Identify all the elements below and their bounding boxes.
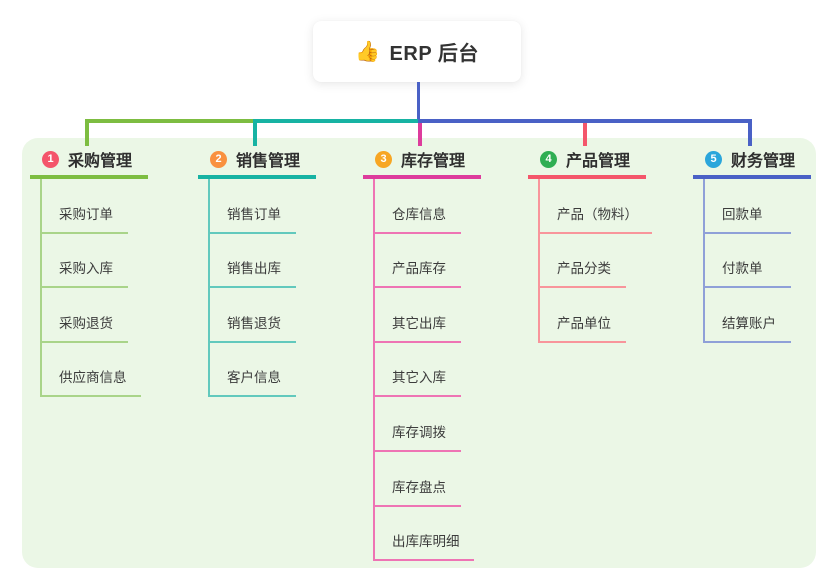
branch-label: 销售管理	[236, 153, 301, 170]
root-connector-line	[416, 82, 420, 123]
child-node-label: 销售退货	[227, 315, 281, 331]
branch-children: 采购订单采购入库采购退货供应商信息	[40, 179, 141, 398]
branch-number-badge: 1	[42, 150, 59, 168]
child-node-label: 销售订单	[227, 206, 281, 222]
branch-header-4: 4 产品管理	[528, 146, 630, 172]
child-node: 其它入库	[375, 343, 461, 398]
child-node: 仓库信息	[375, 179, 461, 234]
child-node-label: 供应商信息	[59, 370, 127, 386]
child-node-label: 其它入库	[392, 370, 446, 386]
child-node: 库存盘点	[375, 452, 461, 507]
child-node: 客户信息	[210, 343, 296, 398]
child-node-label: 产品分类	[557, 261, 611, 277]
branch-number-badge: 2	[210, 150, 227, 168]
child-node: 产品库存	[375, 234, 461, 289]
bus-segment	[85, 119, 257, 123]
branch-underline	[198, 175, 316, 179]
branch-underline	[30, 175, 148, 179]
root-node-label: ERP 后台	[389, 43, 479, 65]
branch-label: 采购管理	[68, 153, 133, 170]
child-node: 库存调拨	[375, 397, 461, 452]
child-node-label: 其它出库	[392, 315, 446, 331]
branch-children: 产品（物料） 产品分类产品单位	[538, 179, 652, 343]
bus-segment	[418, 119, 752, 123]
branch-stub-line-2	[253, 119, 257, 146]
child-node-label: 产品库存	[392, 261, 446, 277]
child-node-label: 产品（物料）	[557, 206, 638, 222]
branch-children: 仓库信息产品库存其它出库其它入库库存调拨库存盘点出库库明细	[373, 179, 474, 562]
branch-label: 产品管理	[566, 153, 631, 170]
child-node-label: 采购退货	[59, 315, 113, 331]
child-node-label: 采购订单	[59, 206, 113, 222]
branch-children: 回款单付款单结算账户	[703, 179, 791, 343]
child-node: 采购退货	[42, 288, 128, 343]
root-node-erp: 👍 ERP 后台	[313, 21, 521, 82]
branch-stub-line-1	[85, 119, 89, 146]
branch-underline	[693, 175, 811, 179]
child-node-label: 仓库信息	[392, 206, 446, 222]
child-node: 销售出库	[210, 234, 296, 289]
child-node-label: 销售出库	[227, 261, 281, 277]
child-node-label: 回款单	[722, 206, 763, 222]
child-node-label: 客户信息	[227, 370, 281, 386]
mindmap-canvas	[22, 138, 816, 568]
child-node-label: 采购入库	[59, 261, 113, 277]
child-node: 产品分类	[540, 234, 626, 289]
branch-label: 库存管理	[401, 153, 466, 170]
branch-stub-line-5	[748, 119, 752, 146]
child-node: 结算账户	[705, 288, 791, 343]
child-node-label: 付款单	[722, 261, 763, 277]
branch-number-badge: 3	[375, 150, 392, 168]
branch-header-2: 2 销售管理	[198, 146, 300, 172]
branch-header-3: 3 库存管理	[363, 146, 465, 172]
child-node: 其它出库	[375, 288, 461, 343]
branch-header-5: 5 财务管理	[693, 146, 795, 172]
branch-children: 销售订单销售出库销售退货客户信息	[208, 179, 296, 398]
child-node: 销售订单	[210, 179, 296, 234]
child-node: 销售退货	[210, 288, 296, 343]
branch-underline	[363, 175, 481, 179]
child-node: 产品（物料）	[540, 179, 652, 234]
branch-number-badge: 4	[540, 150, 557, 168]
branch-stub-line-3	[418, 119, 422, 146]
child-node: 出库库明细	[375, 507, 474, 562]
child-node-label: 产品单位	[557, 315, 611, 331]
child-node-label: 出库库明细	[392, 534, 460, 550]
branch-stub-line-4	[583, 119, 587, 146]
bus-segment	[253, 119, 422, 123]
thumbs-up-icon: 👍	[355, 41, 381, 63]
child-node: 采购入库	[42, 234, 128, 289]
child-node: 产品单位	[540, 288, 626, 343]
child-node: 回款单	[705, 179, 791, 234]
child-node-label: 结算账户	[722, 315, 776, 331]
branch-label: 财务管理	[731, 153, 796, 170]
child-node-label: 库存盘点	[392, 479, 446, 495]
child-node: 采购订单	[42, 179, 128, 234]
child-node-label: 库存调拨	[392, 424, 446, 440]
child-node: 供应商信息	[42, 343, 141, 398]
branch-underline	[528, 175, 646, 179]
child-node: 付款单	[705, 234, 791, 289]
branch-header-1: 1 采购管理	[30, 146, 132, 172]
branch-number-badge: 5	[705, 150, 722, 168]
